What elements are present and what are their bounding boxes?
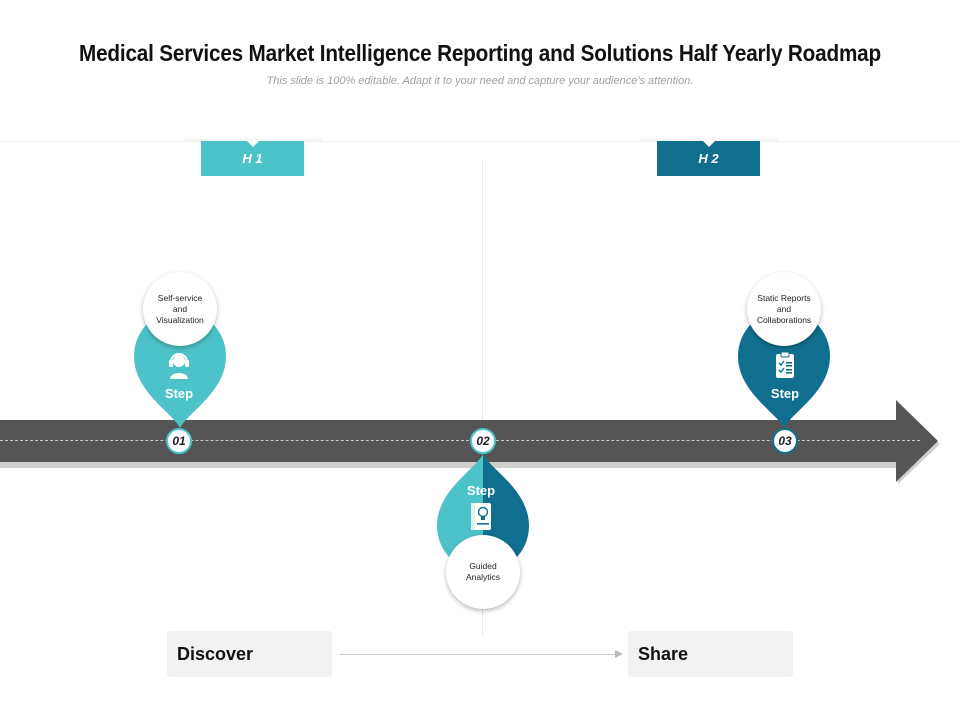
- step-02-number: 02: [470, 428, 496, 454]
- step-01-text-line2: and: [172, 303, 188, 314]
- step-03-text-line2: and: [776, 303, 792, 314]
- step-02-text-line2: Analytics: [465, 572, 500, 582]
- timeline-road: [0, 420, 898, 462]
- page-subtitle: This slide is 100% editable. Adapt it to…: [266, 75, 694, 87]
- timeline-arrow-head: [896, 400, 938, 482]
- step-01-text-line3: Visualization: [156, 314, 204, 325]
- half-tab-h1: H 1: [201, 140, 304, 176]
- step-03-number: 03: [772, 428, 798, 454]
- road-center-dash: [0, 440, 920, 441]
- step-01-text-circle: Self-service and Visualization: [143, 272, 217, 346]
- step-01-text-line1: Self-service: [157, 292, 203, 303]
- clipboard-checklist-icon: [776, 351, 794, 378]
- step-03-text-line1: Static Reports: [757, 292, 811, 303]
- phase-discover-label: Discover: [177, 643, 254, 664]
- step-01-number: 01: [166, 428, 192, 454]
- tab-notch: [246, 140, 260, 147]
- half-label-h2: H 2: [698, 151, 719, 166]
- half-tab-h2: H 2: [657, 140, 760, 176]
- headset-support-icon: [169, 353, 189, 379]
- phase-connector-line: [340, 654, 615, 655]
- step-01-label: Step: [164, 386, 194, 401]
- step-03-text-line3: Collaborations: [756, 314, 812, 325]
- step-03-text-circle: Static Reports and Collaborations: [747, 272, 821, 346]
- half-label-h1: H 1: [242, 151, 263, 166]
- h2-tab-shadow: [639, 136, 779, 142]
- book-lightbulb-icon: [471, 503, 491, 530]
- step-02-text-line1: Guided: [469, 561, 497, 571]
- step-03-label: Step: [770, 386, 800, 401]
- page-title: Medical Services Market Intelligence Rep…: [79, 40, 881, 66]
- tab-notch: [702, 140, 716, 147]
- phase-discover-box: Discover: [167, 631, 332, 677]
- half-divider-line: [482, 160, 483, 635]
- phase-share-box: Share: [628, 631, 793, 677]
- step-01-pin: [134, 310, 226, 428]
- step-02-text-circle: Guided Analytics: [446, 535, 520, 609]
- phase-share-label: Share: [638, 643, 689, 664]
- header-divider: [0, 141, 960, 142]
- phase-connector-arrow-icon: [615, 650, 623, 658]
- step-02-label: Step: [466, 483, 496, 498]
- h1-tab-shadow: [183, 136, 323, 142]
